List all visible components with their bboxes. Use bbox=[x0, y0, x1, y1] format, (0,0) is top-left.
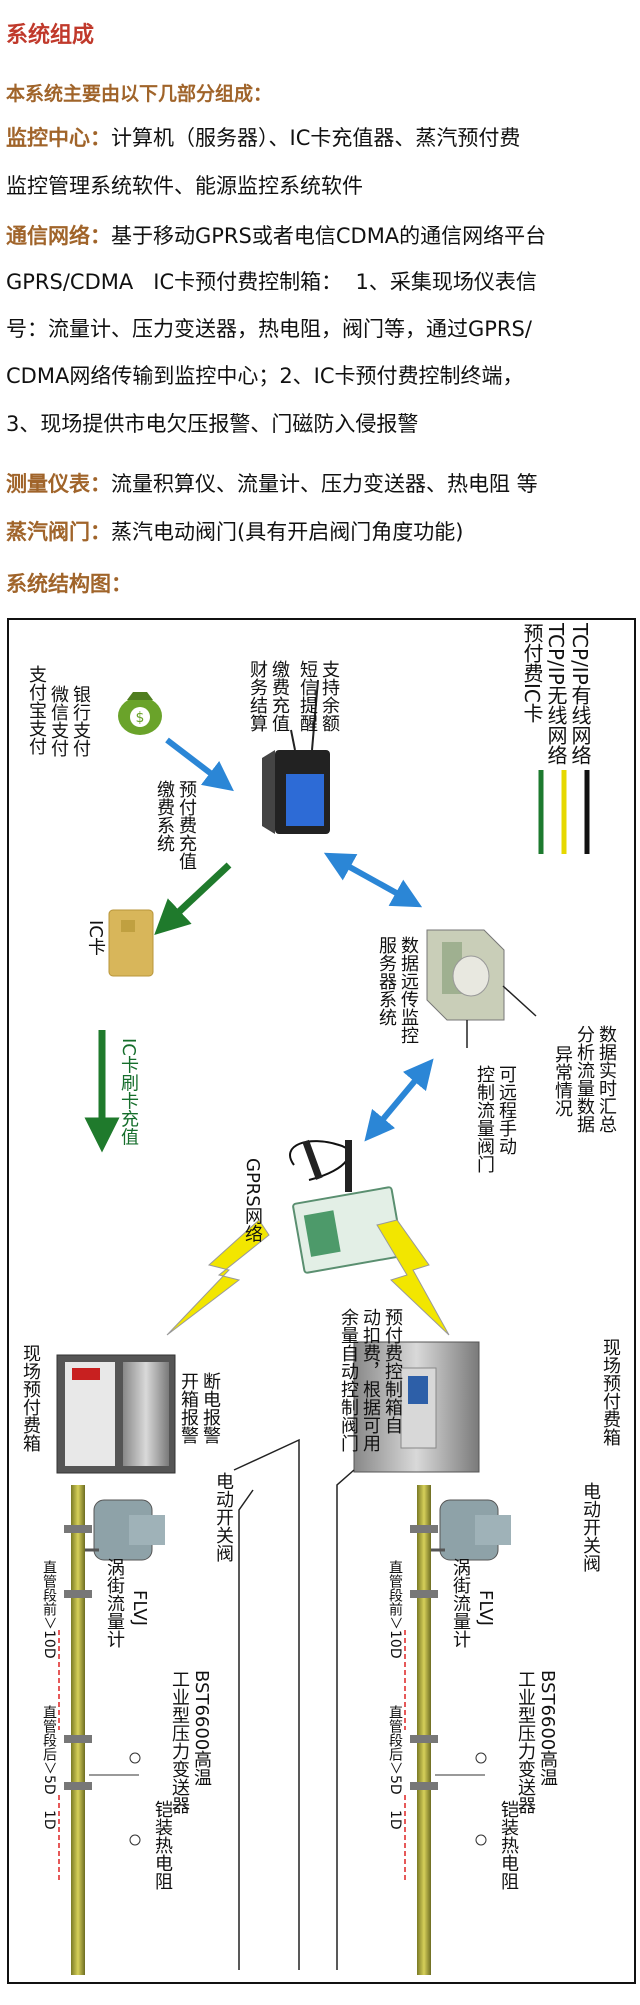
prepay-control-3: 余量自动控制阀门 bbox=[338, 1308, 359, 1452]
pressure-model-label-right: BST6600高温 bbox=[537, 1670, 558, 1787]
pipe-left bbox=[58, 1485, 165, 1975]
money-bag-icon: $ bbox=[118, 692, 162, 735]
intro-text: 本系统主要由以下几部分组成： bbox=[6, 83, 273, 105]
payment-method-bank: 银行支付 bbox=[70, 685, 91, 757]
remote-control-1: 可远程手动 bbox=[496, 1065, 517, 1155]
cabinet-right-icon bbox=[353, 1341, 480, 1473]
diagram-graphics: $ bbox=[56, 679, 590, 1975]
gprs-label: GPRS网络 bbox=[242, 1158, 263, 1243]
prepay-control-1: 预付费控制箱自 bbox=[382, 1308, 403, 1434]
network-text-1: 基于移动GPRS或者电信CDMA的通信网络平台 bbox=[111, 224, 547, 248]
lightning-right bbox=[376, 1219, 450, 1336]
instruments-label: 测量仪表： bbox=[6, 472, 111, 496]
gprs-module-icon bbox=[289, 1139, 404, 1274]
payment-system-line-2: 缴费系统 bbox=[154, 780, 175, 852]
data-analysis-3: 异常情况 bbox=[552, 1045, 573, 1117]
vortex-meter-label-right: 涡街流量计 bbox=[450, 1558, 471, 1648]
vortex-meter-label-left: 涡街流量计 bbox=[104, 1558, 125, 1648]
valve-line: 蒸汽阀门：蒸汽电动阀门(具有开启阀门角度功能) bbox=[6, 518, 634, 546]
straight-after-label-left: 直管段后＞5D bbox=[41, 1705, 57, 1795]
pressure-type-label-left: 工业型压力变送器 bbox=[169, 1670, 190, 1814]
alarm-label-1: 断电报警 bbox=[200, 1372, 221, 1444]
instruments-line: 测量仪表：流量积算仪、流量计、压力变送器、热电阻 等 bbox=[6, 470, 634, 498]
server-label-1: 数据远传监控 bbox=[398, 936, 419, 1044]
payment-method-wechat: 微信支付 bbox=[48, 685, 69, 757]
rtd-label-left: 铠装热电阻 bbox=[152, 1800, 173, 1890]
network-line-2: GPRS/CDMA IC卡预付费控制箱： 1、采集现场仪表信 bbox=[6, 270, 537, 294]
valve-label: 蒸汽阀门： bbox=[6, 520, 111, 544]
system-structure-diagram: $ bbox=[7, 618, 636, 1984]
prepay-control-2: 动扣费，根据可用 bbox=[360, 1308, 381, 1452]
arrow-terminal-card bbox=[154, 862, 232, 935]
assembly-divider bbox=[233, 1438, 300, 1970]
svg-text:$: $ bbox=[136, 710, 145, 726]
straight-after-label-right: 直管段后＞5D bbox=[387, 1705, 403, 1795]
electric-valve-label-left: 电动开关阀 bbox=[213, 1472, 234, 1562]
server-label-2: 服务器系统 bbox=[376, 936, 397, 1026]
remote-control-2: 控制流量阀门 bbox=[474, 1065, 495, 1173]
one-d-label-right: 1D bbox=[387, 1810, 403, 1830]
monitoring-text-1: 计算机（服务器）、IC卡充值器、蒸汽预付费 bbox=[111, 126, 521, 150]
pipe-right bbox=[404, 1485, 511, 1975]
pressure-type-label-right: 工业型压力变送器 bbox=[515, 1670, 536, 1814]
rtd-label-right: 铠装热电阻 bbox=[498, 1800, 519, 1890]
cabinet-label-left: 现场预付费箱 bbox=[20, 1344, 41, 1452]
monitoring-label: 监控中心： bbox=[6, 126, 111, 150]
pressure-model-label-left: BST6600高温 bbox=[191, 1670, 212, 1787]
network-label: 通信网络： bbox=[6, 224, 111, 248]
cabinet-label-right: 现场预付费箱 bbox=[600, 1338, 621, 1446]
lightning-left bbox=[166, 1219, 270, 1336]
payment-method-alipay: 支付宝支付 bbox=[26, 665, 47, 755]
server-icon bbox=[426, 929, 537, 1048]
ic-card-label: IC卡 bbox=[85, 920, 106, 956]
assembly-divider-left bbox=[238, 1489, 254, 1970]
valve-text: 蒸汽电动阀门(具有开启阀门角度功能) bbox=[111, 520, 464, 544]
page-title: 系统组成 bbox=[6, 23, 95, 48]
recharge-terminal-icon bbox=[262, 679, 330, 834]
flvj-label-left: FLVJ bbox=[129, 1590, 150, 1627]
payment-system-line-1: 预付费充值 bbox=[176, 780, 197, 870]
ic-recharge-label: IC卡刷卡充值 bbox=[118, 1038, 139, 1146]
monitoring-line-1: 监控中心：计算机（服务器）、IC卡充值器、蒸汽预付费 bbox=[6, 124, 634, 152]
ic-card-icon bbox=[108, 909, 154, 977]
legend-wired-label: TCP/IP有线网络 bbox=[568, 623, 592, 765]
alarm-label-2: 开箱报警 bbox=[178, 1372, 199, 1444]
arrow-terminal-server bbox=[323, 852, 423, 908]
network-line-4: CDMA网络传输到监控中心；2、IC卡预付费控制终端， bbox=[6, 364, 524, 388]
instruments-text: 流量积算仪、流量计、压力变送器、热电阻 等 bbox=[111, 472, 538, 496]
network-line-3: 号：流量计、压力变送器，热电阻，阀门等，通过GPRS/ bbox=[6, 317, 532, 341]
flvj-label-right: FLVJ bbox=[475, 1590, 496, 1627]
straight-before-label-right: 直管段前＞10D bbox=[387, 1560, 403, 1659]
cabinet-left-icon bbox=[56, 1354, 176, 1474]
terminal-feature-1: 支持余额 bbox=[319, 660, 340, 732]
legend-ic-label: 预付费IC卡 bbox=[520, 623, 544, 723]
terminal-function-1: 缴费充值 bbox=[269, 660, 290, 732]
legend-wireless-label: TCP/IP无线网络 bbox=[544, 623, 568, 765]
monitoring-line-2: 监控管理系统软件、能源监控系统软件 bbox=[6, 174, 363, 198]
arrow-server-gprs bbox=[364, 1058, 434, 1142]
terminal-function-2: 财务结算 bbox=[247, 660, 268, 732]
network-line-1: 通信网络：基于移动GPRS或者电信CDMA的通信网络平台 bbox=[6, 222, 634, 250]
terminal-feature-2: 短信提醒 bbox=[297, 660, 318, 732]
one-d-label-left: 1D bbox=[41, 1810, 57, 1830]
structure-title: 系统结构图： bbox=[6, 572, 132, 596]
data-analysis-2: 分析流量数据 bbox=[574, 1025, 595, 1133]
straight-before-label-left: 直管段前＞10D bbox=[41, 1560, 57, 1659]
data-analysis-1: 数据实时汇总 bbox=[596, 1025, 617, 1133]
arrow-payment bbox=[165, 737, 234, 792]
electric-valve-label-right: 电动开关阀 bbox=[580, 1482, 601, 1572]
network-line-5: 3、现场提供市电欠压报警、门磁防入侵报警 bbox=[6, 412, 419, 436]
assembly-divider-right bbox=[336, 1469, 355, 1970]
